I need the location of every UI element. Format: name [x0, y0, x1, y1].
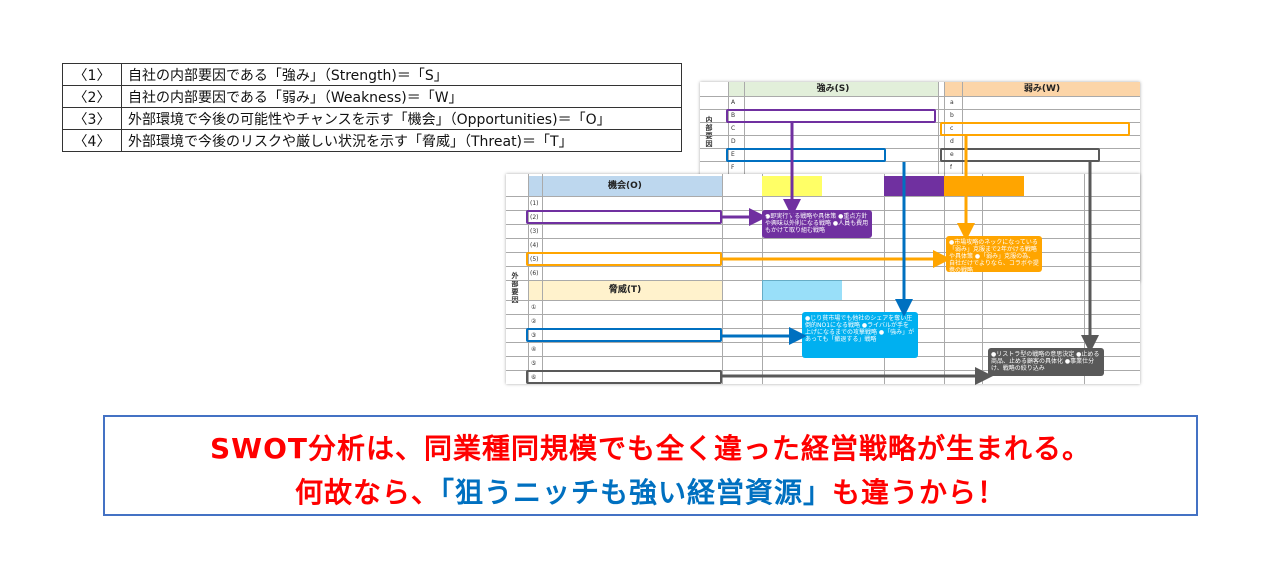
w-row-label: c	[950, 125, 954, 132]
s-row-label: E	[731, 151, 735, 158]
w-row-label: e	[950, 151, 954, 158]
s-row-label: D	[731, 138, 736, 145]
s-row-label: F	[731, 164, 735, 171]
o-row-label: (2)	[530, 214, 539, 221]
s-row-label: A	[731, 99, 736, 106]
legend-num: 〈1〉	[62, 63, 122, 86]
banner-line-2-post: も違うから！	[832, 476, 1007, 509]
banner-line-2: 何故なら、「狙うニッチも強い経営資源」も違うから！	[105, 471, 1196, 511]
strategy-header-purple	[884, 176, 944, 196]
strategy-header-yellow	[762, 176, 822, 196]
t-row-label: ①	[531, 304, 537, 311]
legend-text: 自社の内部要因である「弱み」（Weakness)＝「W」	[121, 85, 682, 108]
banner-line-1: SWOT分析は、同業種同規模でも全く違った経営戦略が生まれる。	[210, 432, 1091, 465]
strategy-box-blue: ●じり貧市場でも他社のシェアを奪い圧倒的NO1になる戦略 ●ライバルが手を上げに…	[802, 312, 918, 358]
o-row-label: (6)	[530, 270, 539, 277]
legend-row: 〈2〉自社の内部要因である「弱み」（Weakness)＝「W」	[62, 85, 682, 108]
strategy-header-orange	[944, 176, 1024, 196]
s-row-label: C	[731, 125, 736, 132]
swot-legend-table: 〈1〉自社の内部要因である「強み」（Strength)＝「S」 〈2〉自社の内部…	[62, 63, 682, 152]
threat-3-highlight	[526, 328, 722, 342]
threat-6-highlight	[526, 370, 722, 384]
strategy-header-cyan	[762, 280, 842, 300]
banner-line-2-highlight: 「狙うニッチも強い経営資源」	[439, 476, 832, 509]
w-row-label: b	[950, 112, 954, 119]
legend-text: 外部環境で今後のリスクや厳しい状況を示す「脅威」（Threat)＝「T」	[121, 129, 682, 152]
o-row-label: (3)	[530, 228, 539, 235]
strategy-box-gray: ●リストラ型の戦略の意思決定 ●止める商品、止める顧客の具体化 ●事業仕分け、戦…	[988, 348, 1104, 376]
t-row-label: ⑤	[531, 360, 537, 367]
t-row-label: ④	[531, 346, 537, 353]
legend-text: 自社の内部要因である「強み」（Strength)＝「S」	[121, 63, 682, 86]
strategy-box-orange: ●市場攻略のネックになっている「弱み」克服まで2年かける戦略や具体策 ●「弱み」…	[946, 236, 1042, 274]
internal-factor-label: 内部要因	[705, 116, 713, 148]
o-row-label: (5)	[530, 256, 539, 263]
t-row-label: ②	[531, 318, 537, 325]
w-row-label: d	[950, 138, 954, 145]
legend-num: 〈3〉	[62, 107, 122, 130]
strength-b-highlight	[726, 109, 936, 123]
t-row-label: ⑥	[531, 374, 537, 381]
legend-num: 〈4〉	[62, 129, 122, 152]
strength-header: 強み(S)	[728, 82, 938, 96]
w-row-label: a	[950, 99, 954, 106]
opportunity-header: 機会(O)	[528, 176, 722, 196]
weakness-c-highlight	[940, 122, 1130, 136]
opportunity-2-highlight	[526, 210, 722, 224]
strategy-box-purple: ●即実行する戦略や具体策 ●重点方針や興味以外則になる戦略 ●人員も費用もかけて…	[762, 210, 872, 238]
o-row-label: (1)	[530, 200, 539, 207]
weakness-e-highlight	[940, 148, 1100, 162]
opportunity-5-highlight	[526, 252, 722, 266]
threat-header: 脅威(T)	[528, 280, 722, 300]
o-row-label: (4)	[530, 242, 539, 249]
w-row-label: f	[950, 164, 953, 171]
swot-external-sheet: 外部要因 機会(O) 脅威(T) (1) (2) (3) (4) (5) (6)…	[506, 174, 1140, 384]
legend-row: 〈1〉自社の内部要因である「強み」（Strength)＝「S」	[62, 63, 682, 86]
s-row-label: B	[731, 112, 736, 119]
conclusion-banner: SWOT分析は、同業種同規模でも全く違った経営戦略が生まれる。 何故なら、「狙う…	[103, 415, 1198, 516]
legend-text: 外部環境で今後の可能性やチャンスを示す「機会」（Opportunities)＝「…	[121, 107, 682, 130]
banner-line-2-pre: 何故なら、	[294, 476, 440, 509]
strength-e-highlight	[726, 148, 886, 162]
legend-row: 〈3〉外部環境で今後の可能性やチャンスを示す「機会」（Opportunities…	[62, 107, 682, 130]
weakness-header: 弱み(W)	[944, 82, 1140, 96]
legend-num: 〈2〉	[62, 85, 122, 108]
legend-row: 〈4〉外部環境で今後のリスクや厳しい状況を示す「脅威」（Threat)＝「T」	[62, 129, 682, 152]
t-row-label: ③	[531, 332, 537, 339]
